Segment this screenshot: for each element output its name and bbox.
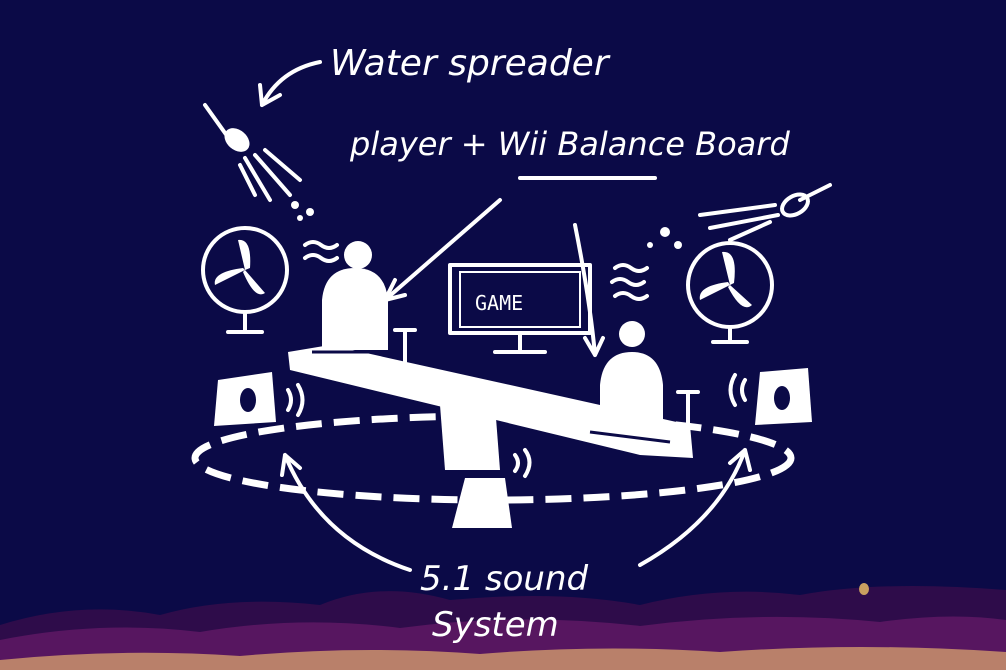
water-spreader-left-icon <box>203 103 314 221</box>
fan-right-icon <box>610 241 774 344</box>
moon-dot <box>859 583 869 595</box>
speaker-right-icon <box>728 368 812 425</box>
speaker-left-icon <box>214 372 305 426</box>
game-monitor: GAME <box>448 263 592 354</box>
sound-waves-center-icon <box>513 448 532 478</box>
game-screen-label: GAME <box>475 291 523 315</box>
surround-ring <box>191 412 795 504</box>
fan-left-icon <box>201 226 339 334</box>
label-water-spreader: Water spreader <box>330 43 611 84</box>
label-sound-line2: System <box>432 605 559 645</box>
arrow-icons <box>258 60 752 572</box>
water-spreader-right-icon <box>647 183 832 249</box>
landscape-hills <box>0 586 1006 670</box>
player-left <box>312 241 395 354</box>
label-sound-line1: 5.1 sound <box>420 559 588 599</box>
label-player-board: player + Wii Balance Board <box>349 125 790 163</box>
